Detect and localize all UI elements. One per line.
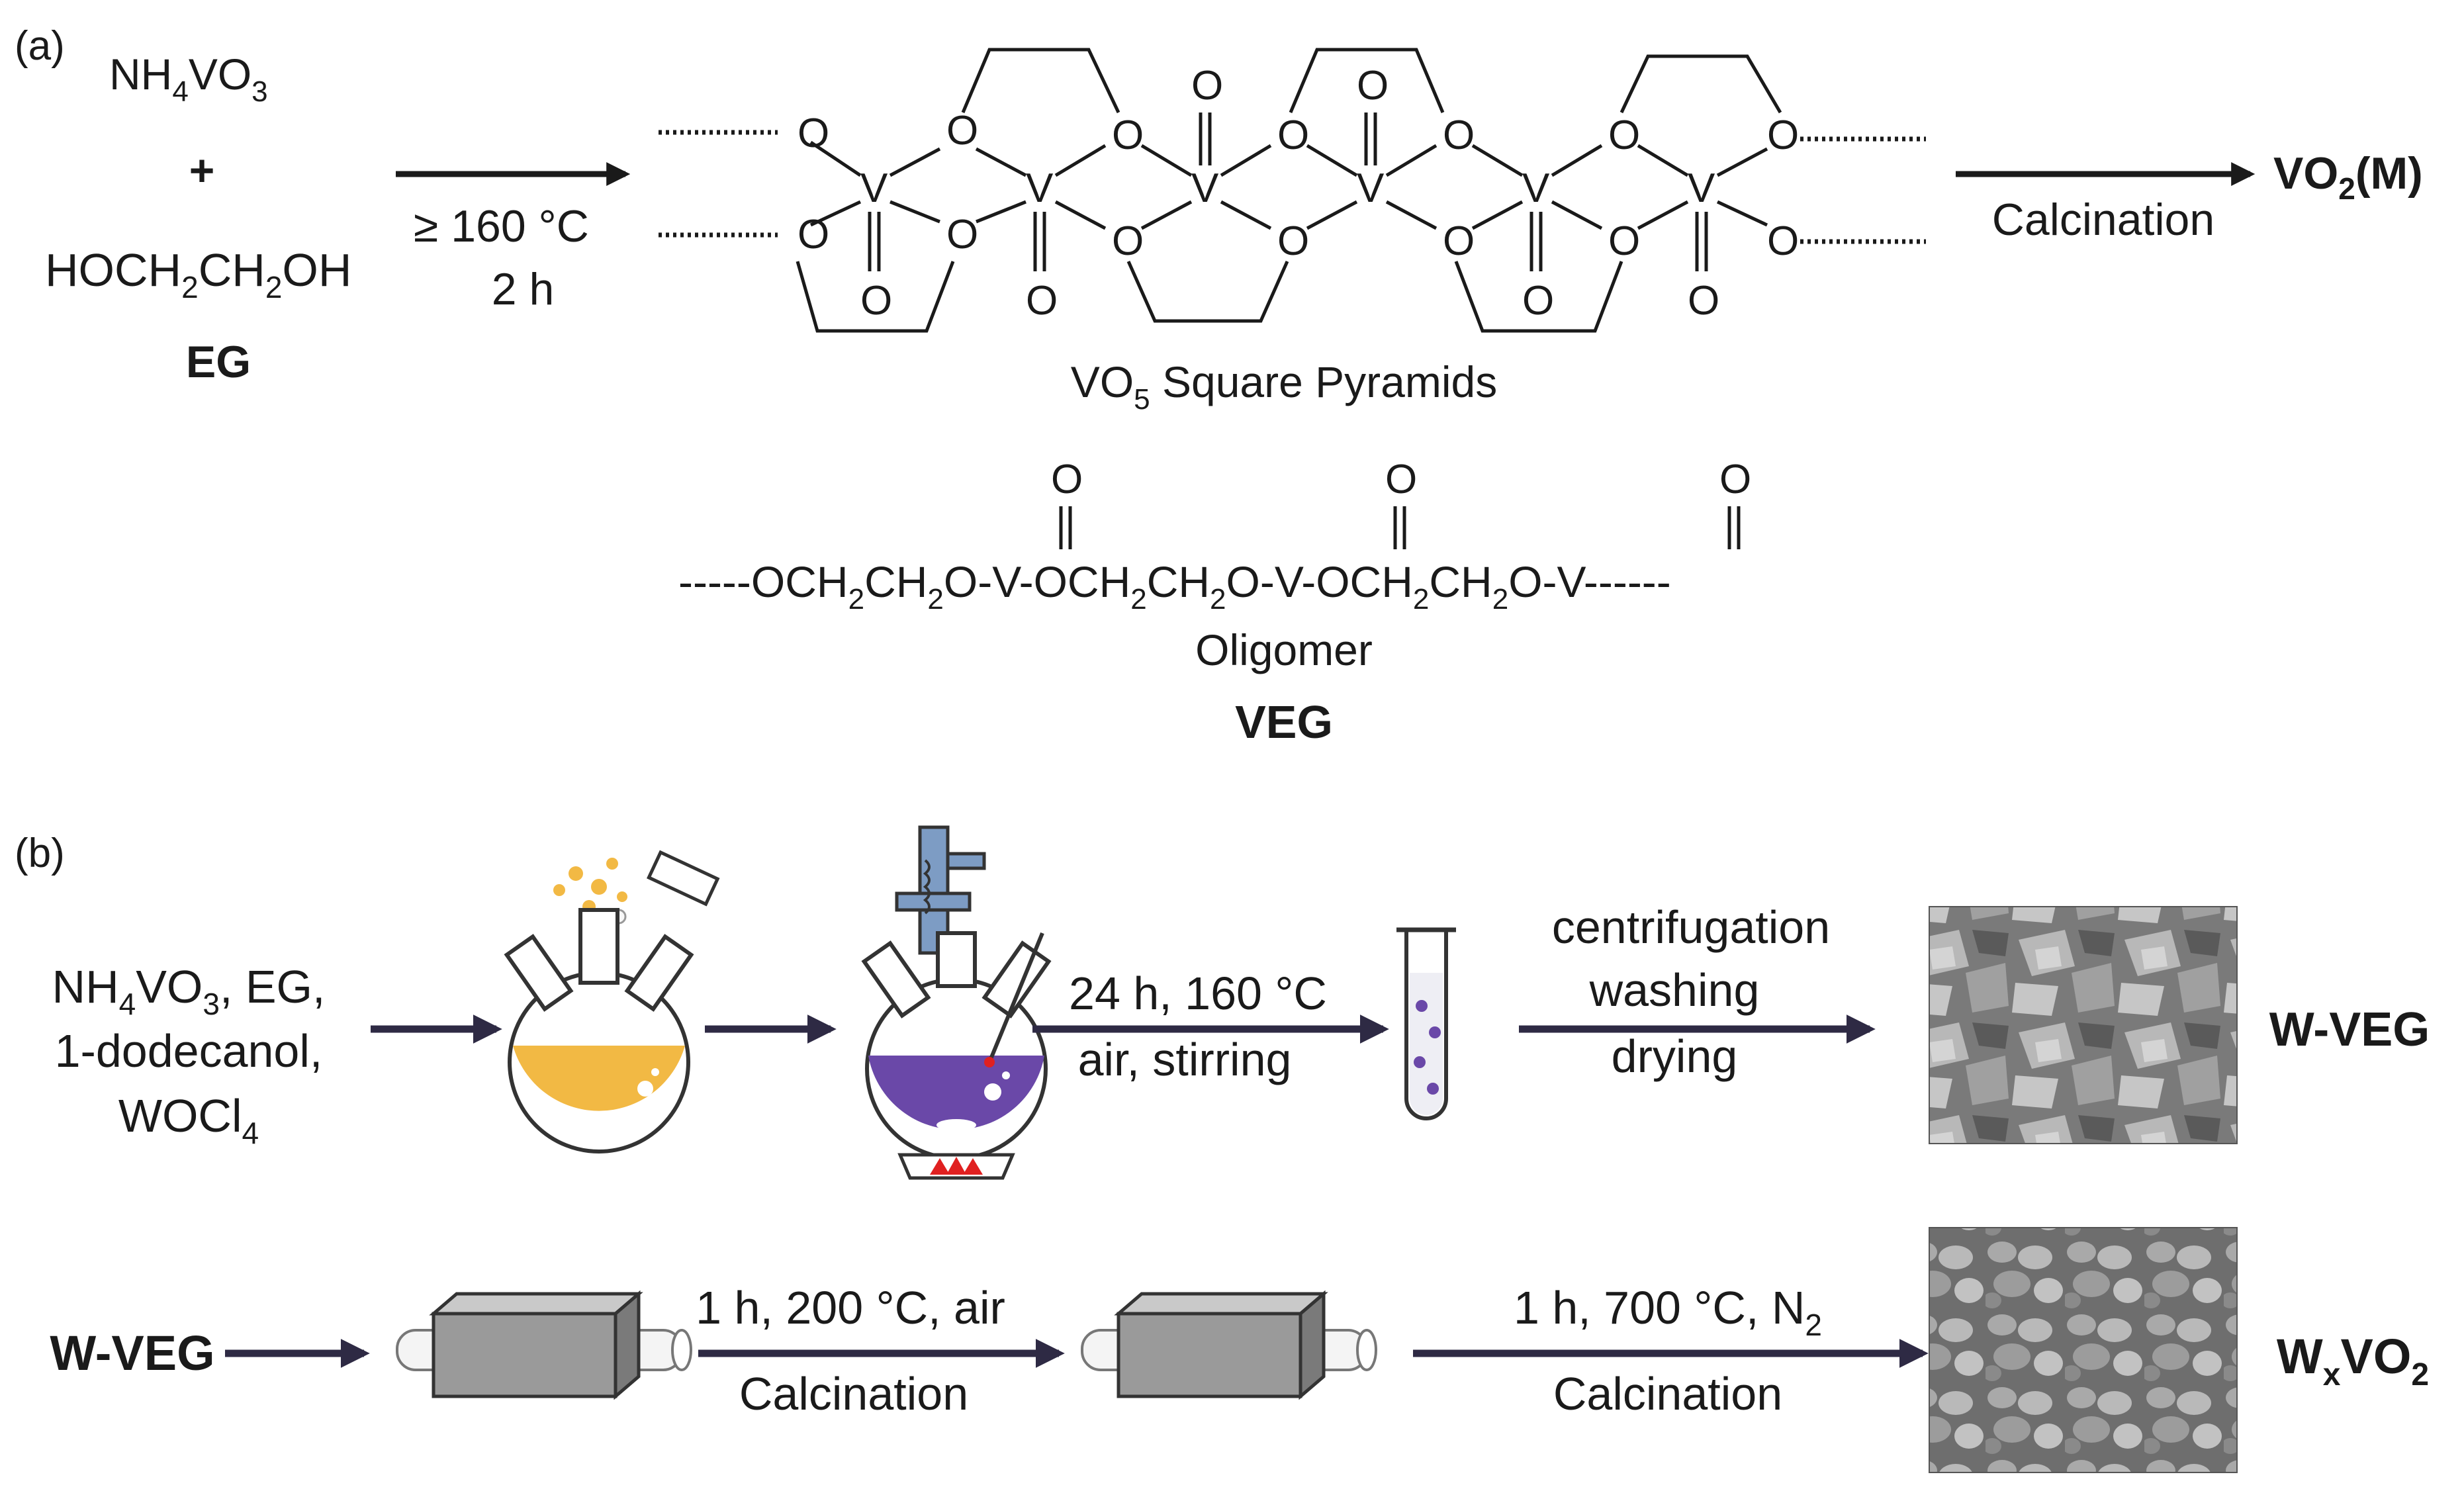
- condition-time: 2 h: [492, 264, 555, 314]
- svg-text:V: V: [1522, 165, 1550, 211]
- svg-text:O: O: [1277, 218, 1309, 264]
- product-vo2m: VO2(M): [2273, 148, 2423, 206]
- plus-sign: +: [189, 146, 215, 195]
- oligomer-label: Oligomer: [1195, 625, 1373, 674]
- step1-top-label: 24 h, 160 °C: [1069, 968, 1327, 1019]
- panel-a-label: (a): [15, 23, 65, 69]
- svg-text:O: O: [1277, 113, 1309, 158]
- svg-text:O: O: [1051, 457, 1083, 502]
- sem-image-w-veg: [1929, 906, 2238, 1144]
- svg-text:O: O: [860, 278, 892, 324]
- vo5-label: VO5 Square Pyramids: [1071, 357, 1497, 416]
- reactant-ethylene-glycol: HOCH2CH2OH: [45, 244, 351, 304]
- step1-bottom-label: air, stirring: [1078, 1034, 1292, 1085]
- start-w-veg-label: W-VEG: [50, 1326, 214, 1380]
- svg-text:O: O: [1112, 113, 1144, 158]
- tube-furnace-2: [1081, 1290, 1377, 1400]
- step3-bottom-label: Calcination: [739, 1368, 968, 1420]
- step4-bottom-label: Calcination: [1553, 1368, 1782, 1420]
- svg-text:O: O: [798, 212, 829, 257]
- oligomer-formula: -----OCH2CH2O-V-OCH2CH2O-V-OCH2CH2O-V---…: [678, 557, 1671, 615]
- svg-text:V: V: [1191, 165, 1219, 211]
- condition-temperature: ≥ 160 °C: [414, 201, 589, 251]
- step2-top-label: centrifugation: [1552, 901, 1830, 953]
- step2-mid-label: washing: [1589, 964, 1760, 1016]
- svg-text:V: V: [1688, 165, 1715, 211]
- svg-text:WOCl4: WOCl4: [118, 1090, 259, 1150]
- vo5-chain-structure: O O V O O O V O O O O V O O O V O O V O …: [659, 48, 1926, 333]
- svg-text:O: O: [1191, 63, 1223, 109]
- svg-text:V: V: [860, 165, 888, 211]
- oligomer-structure: O O O -----OCH2CH2O-V-OCH2CH2O-V-OCH2CH2…: [678, 457, 1751, 615]
- svg-text:O: O: [1608, 113, 1640, 158]
- svg-text:O: O: [798, 111, 829, 156]
- sem-image-wxvo2: [1929, 1227, 2238, 1473]
- svg-text:1-dodecanol,: 1-dodecanol,: [55, 1025, 323, 1077]
- svg-text:NH4VO3, EG,: NH4VO3, EG,: [52, 961, 326, 1021]
- product-w-veg-label: W-VEG: [2269, 1003, 2430, 1056]
- svg-text:O: O: [1357, 63, 1389, 109]
- svg-text:O: O: [1443, 113, 1475, 158]
- three-neck-flask-yellow: [504, 850, 720, 1154]
- svg-text:O: O: [1719, 457, 1751, 502]
- test-tube: [1396, 927, 1456, 1120]
- reagents-list: NH4VO3, EG, 1-dodecanol, WOCl4: [52, 961, 326, 1150]
- svg-text:O: O: [1767, 218, 1799, 264]
- step3-top-label: 1 h, 200 °C, air: [696, 1282, 1005, 1334]
- reactant-nh4vo3: NH4VO3: [109, 50, 268, 108]
- svg-text:O: O: [1767, 113, 1799, 158]
- tube-furnace-1: [396, 1290, 692, 1400]
- svg-text:O: O: [1688, 278, 1719, 324]
- step2-bottom-label: drying: [1612, 1030, 1738, 1082]
- calcination-label: Calcination: [1992, 195, 2214, 245]
- panel-b-label: (b): [15, 831, 65, 876]
- svg-text:V: V: [1026, 165, 1054, 211]
- svg-text:O: O: [1522, 278, 1554, 324]
- svg-text:O: O: [1443, 218, 1475, 264]
- three-neck-flask-purple-heated: [861, 825, 1052, 1180]
- product-wxvo2-label: WxVO2: [2277, 1329, 2429, 1392]
- svg-text:O: O: [946, 212, 978, 257]
- eg-label: EG: [186, 337, 251, 387]
- svg-text:O: O: [1385, 457, 1417, 502]
- svg-text:O: O: [1026, 278, 1058, 324]
- svg-text:V: V: [1357, 165, 1385, 211]
- veg-label: VEG: [1235, 696, 1333, 748]
- svg-text:O: O: [946, 108, 978, 154]
- svg-text:O: O: [1112, 218, 1144, 264]
- step4-top-label: 1 h, 700 °C, N2: [1514, 1282, 1822, 1342]
- svg-text:O: O: [1608, 218, 1640, 264]
